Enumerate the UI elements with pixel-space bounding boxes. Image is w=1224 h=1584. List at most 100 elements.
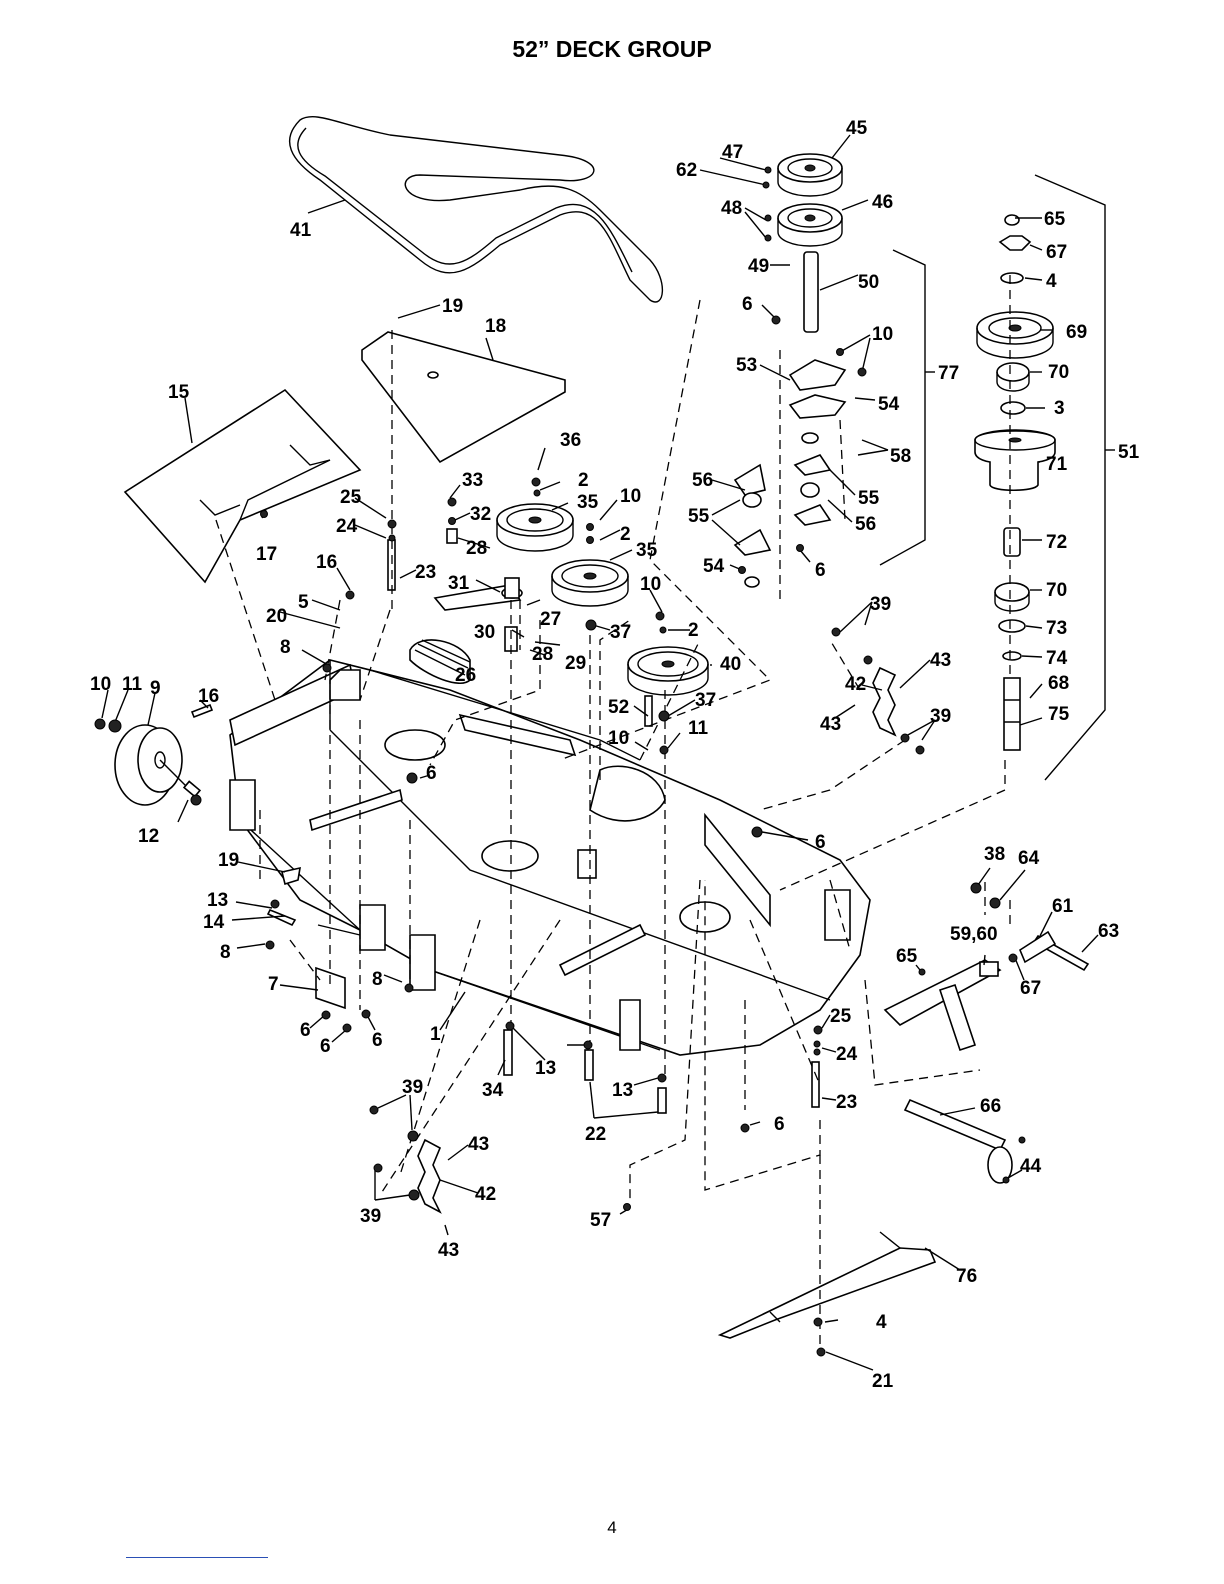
callout-labels: 41 19 18 15 25 24 17 16 23 5 20 8 10 11 … [90, 118, 1140, 1392]
callout-42: 42 [475, 1184, 496, 1205]
callout-28: 28 [466, 538, 487, 559]
callout-13: 13 [207, 890, 228, 911]
anti-scalp-arm [883, 959, 1013, 1184]
callout-63: 63 [1098, 921, 1119, 942]
callout-57: 57 [590, 1210, 611, 1231]
callout-10-b: 10 [620, 486, 641, 507]
footer-rule [126, 1557, 268, 1558]
page-title: 52” DECK GROUP [512, 36, 712, 62]
callout-11: 11 [122, 674, 143, 695]
callout-8-b: 8 [220, 942, 231, 963]
callout-70: 70 [1048, 362, 1069, 383]
callout-21: 21 [872, 1371, 894, 1392]
callout-65: 65 [1044, 209, 1066, 230]
callout-65-b: 65 [896, 946, 918, 967]
callout-53: 53 [736, 355, 757, 376]
callout-3: 3 [1054, 398, 1065, 419]
callout-56-b: 56 [855, 514, 876, 535]
callout-9: 9 [150, 678, 161, 699]
callout-61: 61 [1052, 896, 1074, 917]
leader-lines [101, 134, 1099, 1371]
idler-brackets [733, 359, 847, 588]
callout-43: 43 [468, 1134, 489, 1155]
callout-43-d: 43 [820, 714, 841, 735]
callout-10-e: 10 [872, 324, 893, 345]
callout-58: 58 [890, 446, 911, 467]
callout-28-b: 28 [532, 644, 553, 665]
callout-45: 45 [846, 118, 868, 139]
hardware-dots [94, 166, 1026, 1357]
callout-23-b: 23 [836, 1092, 857, 1113]
callout-10: 10 [90, 674, 111, 695]
callout-19-b: 19 [218, 850, 239, 871]
callout-19: 19 [442, 296, 463, 317]
callout-6-d: 6 [372, 1030, 383, 1051]
callout-37: 37 [610, 622, 631, 643]
callout-39: 39 [402, 1077, 423, 1098]
callout-4: 4 [1046, 271, 1057, 292]
callout-12: 12 [138, 826, 159, 847]
callout-77: 77 [938, 363, 959, 384]
callout-66: 66 [980, 1096, 1001, 1117]
mower-deck [229, 659, 871, 1056]
callout-67: 67 [1046, 242, 1067, 263]
callout-47: 47 [722, 142, 743, 163]
callout-18: 18 [485, 316, 506, 337]
height-chains [417, 666, 897, 1214]
callout-52: 52 [608, 697, 629, 718]
callout-54-b: 54 [703, 556, 725, 577]
callout-31: 31 [448, 573, 470, 594]
discharge-chute [123, 388, 362, 584]
drive-belt [289, 116, 664, 303]
callout-43-b: 43 [438, 1240, 459, 1261]
callout-54: 54 [878, 394, 900, 415]
callout-41: 41 [290, 220, 312, 241]
callout-6-e: 6 [742, 294, 753, 315]
callout-27: 27 [540, 609, 561, 630]
callout-35: 35 [577, 492, 599, 513]
callout-6: 6 [426, 763, 437, 784]
callout-2: 2 [578, 470, 589, 491]
callout-69: 69 [1066, 322, 1087, 343]
callout-16: 16 [316, 552, 337, 573]
callout-8-c: 8 [372, 969, 383, 990]
callout-2-b: 2 [620, 524, 631, 545]
callout-11-b: 11 [688, 718, 709, 739]
callout-74: 74 [1046, 648, 1068, 669]
callout-13-b: 13 [535, 1058, 556, 1079]
callout-6-b: 6 [300, 1020, 311, 1041]
callout-13-c: 13 [612, 1080, 633, 1101]
callout-30: 30 [474, 622, 495, 643]
callout-20: 20 [266, 606, 287, 627]
callout-38: 38 [984, 844, 1005, 865]
callout-33: 33 [462, 470, 483, 491]
group-brackets [879, 174, 1115, 781]
callout-64: 64 [1018, 848, 1040, 869]
callout-34: 34 [482, 1080, 504, 1101]
callout-5: 5 [298, 592, 309, 613]
callout-42-b: 42 [845, 674, 866, 695]
callout-59-60: 59,60 [950, 924, 998, 945]
callout-76: 76 [956, 1266, 977, 1287]
callout-1: 1 [430, 1024, 441, 1045]
callout-32: 32 [470, 504, 491, 525]
deck-brackets [315, 966, 346, 1010]
callout-25-b: 25 [830, 1006, 852, 1027]
callout-6-f: 6 [815, 560, 826, 581]
callout-75: 75 [1048, 704, 1070, 725]
callout-37-b: 37 [695, 690, 716, 711]
callout-10-d: 10 [608, 728, 629, 749]
pulleys [496, 153, 1054, 696]
anti-scalp-wheel [114, 724, 202, 806]
callout-29: 29 [565, 653, 586, 674]
callout-6-c: 6 [320, 1036, 331, 1057]
callout-68: 68 [1048, 673, 1069, 694]
callout-39-b: 39 [360, 1206, 381, 1227]
callout-39-c: 39 [870, 594, 891, 615]
callout-48: 48 [721, 198, 742, 219]
callout-24-b: 24 [836, 1044, 858, 1065]
callout-16-b: 16 [198, 686, 219, 707]
spindle-shaft [803, 251, 819, 333]
callout-67-b: 67 [1020, 978, 1041, 999]
